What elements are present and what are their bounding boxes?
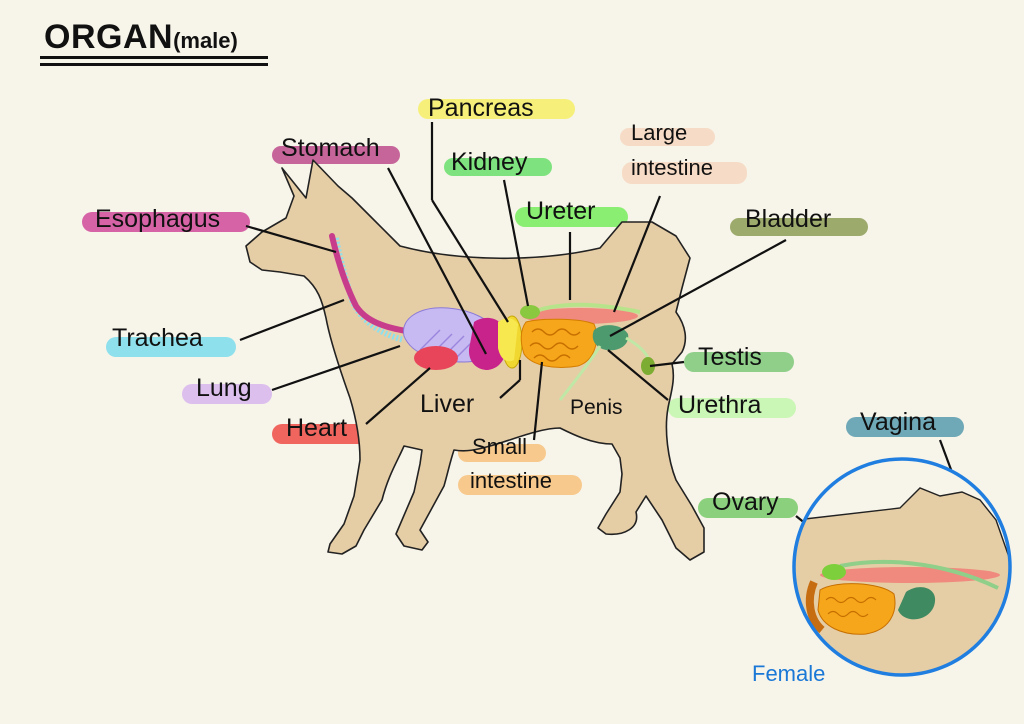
title-sub: (male) [173,28,238,53]
highlight-large-intestine-2 [622,162,747,184]
leader-kidney [502,179,530,307]
female-inset-ring [792,457,1012,677]
label-small-intestine-2: intestine [470,468,552,493]
page-title: ORGAN(male) [44,18,238,57]
highlight-small-intestine-2 [458,475,582,495]
female-small-intestine [817,583,896,635]
female-bladder-organ [898,587,936,620]
label-trachea: Trachea [112,324,203,352]
lung-hatch [419,329,475,359]
stomach-organ [468,317,508,370]
title-main: ORGAN [44,18,174,56]
label-kidney: Kidney [451,148,528,176]
title-underline-top [40,56,268,59]
female-vagina-tract [839,559,999,590]
label-heart: Heart [286,414,348,442]
highlight-large-intestine-1 [620,128,715,146]
label-pancreas: Pancreas [428,94,534,122]
label-esophagus: Esophagus [95,205,221,233]
leader-small-intestine [532,361,544,441]
leader-large-intestine [612,195,662,313]
label-ureter: Ureter [526,197,596,225]
label-penis: Penis [570,396,623,419]
highlight-esophagus [82,212,250,232]
label-lung: Lung [196,374,252,402]
label-small-intestine-1: Small [472,434,528,459]
highlight-ovary [698,498,798,518]
leader-pancreas-2 [431,199,509,323]
kidney-organ [520,305,540,319]
highlight-urethra [668,398,796,418]
highlight-heart [272,424,372,444]
label-ovary: Ovary [712,488,779,516]
leader-lung [271,344,401,392]
highlight-lung [182,384,272,404]
label-vagina: Vagina [860,408,936,436]
label-large-intestine-1: Large [631,120,688,145]
highlight-pancreas [418,99,575,119]
label-stomach: Stomach [281,134,380,162]
label-liver: Liver [420,390,475,418]
testis-organ [641,357,655,375]
heart-organ [414,346,458,370]
female-body-silhouette [794,487,1010,675]
leader-lines [239,122,1000,597]
leader-trachea [239,298,345,342]
label-large-intestine-2: intestine [631,155,713,180]
leader-bladder [609,239,787,337]
leader-stomach [387,167,487,355]
highlight-vagina [846,417,964,437]
highlight-kidney [444,158,552,176]
title-underline-bottom [40,63,268,66]
small-intestine-coils [529,328,581,362]
leader-esophagus [245,224,337,254]
leader-urethra [607,349,669,401]
female-liver-edge [805,580,825,634]
label-urethra: Urethra [678,391,762,419]
highlight-testis [684,352,794,372]
label-female: Female [752,661,826,686]
leader-liver [499,379,521,399]
female-intestine-coils [825,596,877,618]
highlight-stomach [272,146,400,164]
highlight-bladder [730,218,868,236]
label-highlights [82,99,964,518]
organs [329,233,655,401]
female-inset [794,459,1010,675]
female-ovary-organ [822,564,846,580]
highlight-ureter [515,207,628,227]
highlight-trachea [106,337,236,357]
leader-heart [365,367,431,425]
female-uterus-band [820,567,1000,583]
label-testis: Testis [698,343,762,371]
label-bladder: Bladder [745,205,832,233]
pancreas-organ [498,318,518,362]
leader-testis [649,360,685,368]
